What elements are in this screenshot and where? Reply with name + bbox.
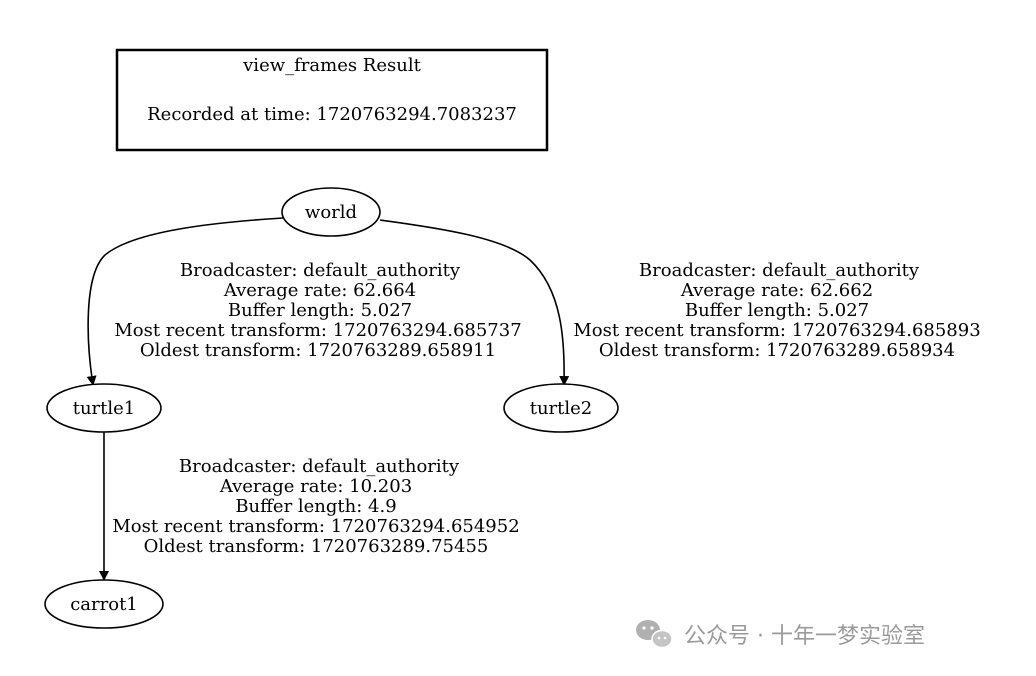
- edge-label-line: Buffer length: 5.027: [685, 300, 869, 321]
- edge-label-line: Buffer length: 4.9: [235, 496, 396, 517]
- edge-label-line: Most recent transform: 1720763294.685893: [573, 320, 980, 341]
- result-header-box: view_frames Result Recorded at time: 172…: [115, 48, 549, 152]
- node-turtle2: turtle2: [503, 383, 619, 433]
- edge-label-line: Average rate: 10.203: [219, 476, 412, 497]
- node-turtle1: turtle1: [46, 383, 162, 433]
- wechat-icon: [636, 620, 673, 649]
- edge-label-line: Most recent transform: 1720763294.685737: [114, 320, 521, 341]
- edge-label-turtle1-carrot1: Broadcaster: default_authority Average r…: [112, 456, 519, 557]
- edge-label-line: Broadcaster: default_authority: [179, 456, 460, 477]
- edge-label-line: Most recent transform: 1720763294.654952: [112, 516, 519, 537]
- node-carrot1: carrot1: [44, 579, 164, 629]
- header-recorded-time: Recorded at time: 1720763294.7083237: [147, 104, 517, 125]
- node-label: world: [305, 202, 357, 223]
- watermark: 公众号 · 十年一梦实验室: [636, 620, 925, 649]
- node-label: turtle1: [73, 398, 136, 419]
- node-label: turtle2: [530, 398, 593, 419]
- edge-label-world-turtle2: Broadcaster: default_authority Average r…: [573, 260, 980, 361]
- edge-label-line: Oldest transform: 1720763289.658911: [140, 340, 496, 361]
- edge-world-turtle1: [86, 217, 284, 386]
- edge-label-line: Oldest transform: 1720763289.75455: [144, 536, 489, 557]
- watermark-text: 公众号 · 十年一梦实验室: [684, 624, 925, 649]
- header-title: view_frames Result: [242, 55, 421, 76]
- node-world: world: [281, 187, 381, 237]
- edge-label-line: Broadcaster: default_authority: [639, 260, 920, 281]
- edge-label-line: Average rate: 62.664: [223, 280, 416, 301]
- edge-label-line: Oldest transform: 1720763289.658934: [599, 340, 955, 361]
- edge-label-world-turtle1: Broadcaster: default_authority Average r…: [114, 260, 521, 361]
- edge-label-line: Buffer length: 5.027: [228, 300, 412, 321]
- edge-label-line: Broadcaster: default_authority: [180, 260, 461, 281]
- node-label: carrot1: [70, 594, 138, 615]
- edge-world-turtle2: [379, 219, 570, 386]
- edge-label-line: Average rate: 62.662: [680, 280, 873, 301]
